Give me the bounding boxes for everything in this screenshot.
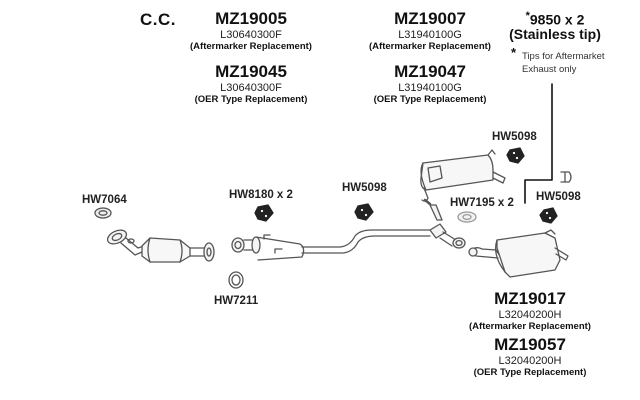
part-note: (OER Type Replacement) <box>373 94 487 105</box>
label-hw5098-right: HW5098 <box>536 191 581 203</box>
tip-note: Tips for Aftermarket Exhaust only <box>522 50 605 76</box>
oem-number: L30640300F <box>220 29 282 41</box>
tip-star: * <box>525 10 530 22</box>
gasket-hw7064-icon <box>94 207 112 219</box>
gasket-hw7195-icon <box>457 211 477 223</box>
label-hw7195: HW7195 x 2 <box>450 197 514 209</box>
part-number: MZ19005 <box>215 9 287 28</box>
hanger-hw5098-top-icon <box>506 147 525 164</box>
part-block-front-oer: MZ19045 L30640300F (OER Type Replacement… <box>166 62 336 105</box>
upper-muffler-icon <box>420 149 506 202</box>
label-hw7211: HW7211 <box>214 295 259 307</box>
hanger-hw5098-mid-icon <box>354 203 374 221</box>
oem-number: L31940100G <box>398 29 462 41</box>
oem-number: L31940100G <box>398 82 462 94</box>
tip-label: 9850 x 2 <box>529 11 585 28</box>
part-number: MZ19007 <box>394 9 466 28</box>
label-hw7064: HW7064 <box>82 194 127 206</box>
stainless-tip-icon <box>560 171 572 183</box>
hanger-hw5098-right-icon <box>539 207 558 224</box>
part-note: (Aftermarker Replacement) <box>369 41 491 52</box>
part-block-rear: MZ19017 L32040200H (Aftermarker Replacem… <box>445 289 615 332</box>
part-number: MZ19057 <box>494 335 566 354</box>
part-note: (OER Type Replacement) <box>473 367 587 378</box>
part-block-rear-oer: MZ19057 L32040200H (OER Type Replacement… <box>445 335 615 378</box>
tip-sub: (Stainless tip) <box>509 25 601 42</box>
part-note: (OER Type Replacement) <box>194 94 308 105</box>
part-note: (Aftermarker Replacement) <box>469 321 591 332</box>
oem-number: L30640300F <box>220 82 282 94</box>
tip-note-line2: Exhaust only <box>522 64 577 75</box>
label-hw5098-top: HW5098 <box>492 131 537 143</box>
ring-hw7211-icon <box>228 271 244 289</box>
rear-muffler-icon <box>468 229 569 278</box>
resonator-pipe-icon <box>231 229 431 261</box>
oem-number: L32040200H <box>498 355 562 367</box>
part-block-front: MZ19005 L30640300F (Aftermarker Replacem… <box>166 9 336 52</box>
part-block-mid-oer: MZ19047 L31940100G (OER Type Replacement… <box>345 62 515 105</box>
title-cc: C.C. <box>140 10 176 29</box>
part-block-mid: MZ19007 L31940100G (Aftermarker Replacem… <box>345 9 515 52</box>
part-note: (Aftermarker Replacement) <box>190 41 312 52</box>
tip-note-star: * <box>511 45 517 60</box>
label-hw5098-mid: HW5098 <box>342 182 387 194</box>
y-pipe-icon <box>423 198 466 249</box>
label-hw8180: HW8180 x 2 <box>229 189 293 201</box>
oem-number: L32040200H <box>498 309 562 321</box>
part-number: MZ19045 <box>215 62 287 81</box>
hanger-hw8180-icon <box>254 204 274 222</box>
part-number: MZ19017 <box>494 289 566 308</box>
tip-block: *9850 x 2 (Stainless tip) <box>500 10 610 42</box>
tip-leader-line <box>524 83 553 204</box>
catalytic-converter-icon <box>106 229 215 263</box>
part-number: MZ19047 <box>394 62 466 81</box>
tip-note-line1: Tips for Aftermarket <box>522 51 605 62</box>
